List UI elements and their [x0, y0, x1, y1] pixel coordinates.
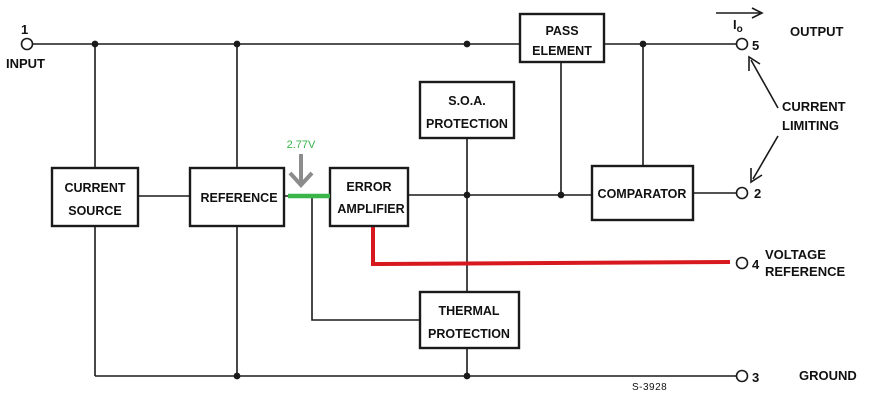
error-amplifier-label-line2: AMPLIFIER [337, 202, 404, 216]
pass-element-label-line2: ELEMENT [532, 44, 592, 58]
voltage-reference-label-line1: VOLTAGE [765, 247, 826, 262]
pin-output: 5 OUTPUT [735, 24, 844, 53]
current-limiting-label-line2: LIMITING [782, 118, 839, 133]
ground-terminal [735, 369, 749, 383]
pin-ground: 3 GROUND [735, 368, 857, 385]
junction-dot [233, 372, 241, 380]
input-pin-number: 1 [21, 22, 28, 37]
ground-pin-label: GROUND [799, 368, 857, 383]
reference-block: REFERENCE [188, 166, 286, 228]
thermal-protection-label-line1: THERMAL [438, 304, 499, 318]
input-pin-label: INPUT [6, 56, 45, 71]
current-source-label-line1: CURRENT [64, 181, 125, 195]
output-pin-label: OUTPUT [790, 24, 844, 39]
pin-input: 1 INPUT [6, 22, 45, 71]
output-terminal [735, 37, 749, 51]
soa-protection-label-line1: S.O.A. [448, 94, 486, 108]
arrow-to-pin2-icon [752, 135, 779, 180]
current-source-label-line2: SOURCE [68, 204, 121, 218]
output-current-symbol: Io [733, 17, 743, 35]
soa-protection-block: S.O.A. PROTECTION [418, 80, 516, 140]
thermal-feedback-wire [311, 196, 420, 321]
voltage-marker-label: 2.77V [287, 139, 316, 151]
input-terminal [20, 37, 34, 51]
voltage-marker-arrow-icon [288, 154, 314, 188]
reference-label: REFERENCE [200, 191, 277, 205]
junction-dot [463, 40, 471, 48]
comparator-label: COMPARATOR [598, 187, 687, 201]
junction-dot [639, 40, 647, 48]
voltage-marker: 2.77V [287, 139, 330, 199]
current-limit-pin-number: 2 [754, 186, 761, 201]
drawing-code: S-3928 [632, 382, 667, 393]
junction-dot [91, 40, 99, 48]
arrow-to-output-icon [750, 59, 779, 109]
junction-dot [463, 372, 471, 380]
junction-dot [233, 40, 241, 48]
voltage-reference-terminal [735, 256, 749, 270]
voltage-reference-label-line2: REFERENCE [765, 264, 846, 279]
comparator-block: COMPARATOR [590, 164, 695, 222]
voltage-reference-pin-number: 4 [752, 257, 760, 272]
thermal-protection-label-line2: PROTECTION [428, 327, 510, 341]
current-source-block: CURRENT SOURCE [50, 166, 140, 228]
soa-protection-label-line2: PROTECTION [426, 117, 508, 131]
error-amplifier-label-line1: ERROR [346, 180, 391, 194]
junction-dot [557, 191, 565, 199]
current-limit-terminal [735, 186, 749, 200]
error-amplifier-block: ERROR AMPLIFIER [328, 166, 410, 228]
pass-element-block: PASS ELEMENT [518, 12, 606, 64]
junctions [91, 40, 647, 380]
current-limiting-annotation: CURRENT LIMITING [748, 55, 846, 184]
pin-current-limit: 2 [735, 186, 761, 201]
output-pin-number: 5 [752, 38, 759, 53]
voltage-reference-wire [371, 226, 731, 267]
ground-pin-number: 3 [752, 370, 759, 385]
output-current-annotation: Io [716, 7, 764, 35]
pin-voltage-reference: 4 VOLTAGE REFERENCE [735, 247, 846, 279]
thermal-protection-block: THERMAL PROTECTION [418, 290, 521, 350]
pass-element-label-line1: PASS [545, 24, 578, 38]
current-limiting-label-line1: CURRENT [782, 99, 846, 114]
junction-dot [463, 191, 471, 199]
